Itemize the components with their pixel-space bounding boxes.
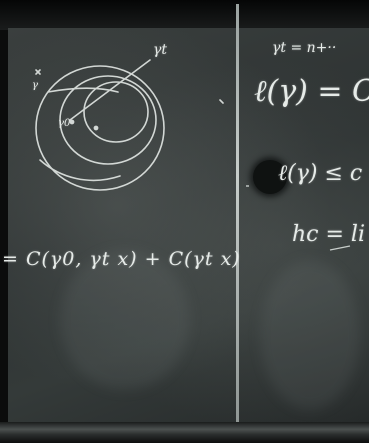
- chalkboard-surface: [8, 28, 369, 423]
- right-line-2: ℓ(γ) = C: [254, 74, 369, 109]
- chalk-tray: [0, 422, 369, 443]
- board-divider: [236, 4, 239, 434]
- right-line-1: γt = n+··: [272, 40, 337, 56]
- label-gamma-zero: γ0: [58, 118, 71, 129]
- left-equation: = C(γ0, γt x) + C(γt x): [2, 248, 241, 270]
- eraser-smudge: [60, 250, 190, 390]
- chord-line: [47, 87, 119, 93]
- right-line-4: hc = li: [292, 222, 365, 247]
- inner-loop: [83, 81, 149, 143]
- dark-blot: [253, 160, 287, 194]
- ray-line: [69, 59, 151, 121]
- right-line-3: ℓ(γ) ≤ c: [278, 161, 363, 186]
- eraser-smudge: [260, 260, 360, 410]
- middle-loop: [59, 75, 157, 165]
- label-gamma-t: γt: [153, 42, 167, 58]
- outer-loop: [35, 65, 165, 191]
- label-gamma: γ: [32, 80, 38, 91]
- board-top-frame: [0, 0, 369, 30]
